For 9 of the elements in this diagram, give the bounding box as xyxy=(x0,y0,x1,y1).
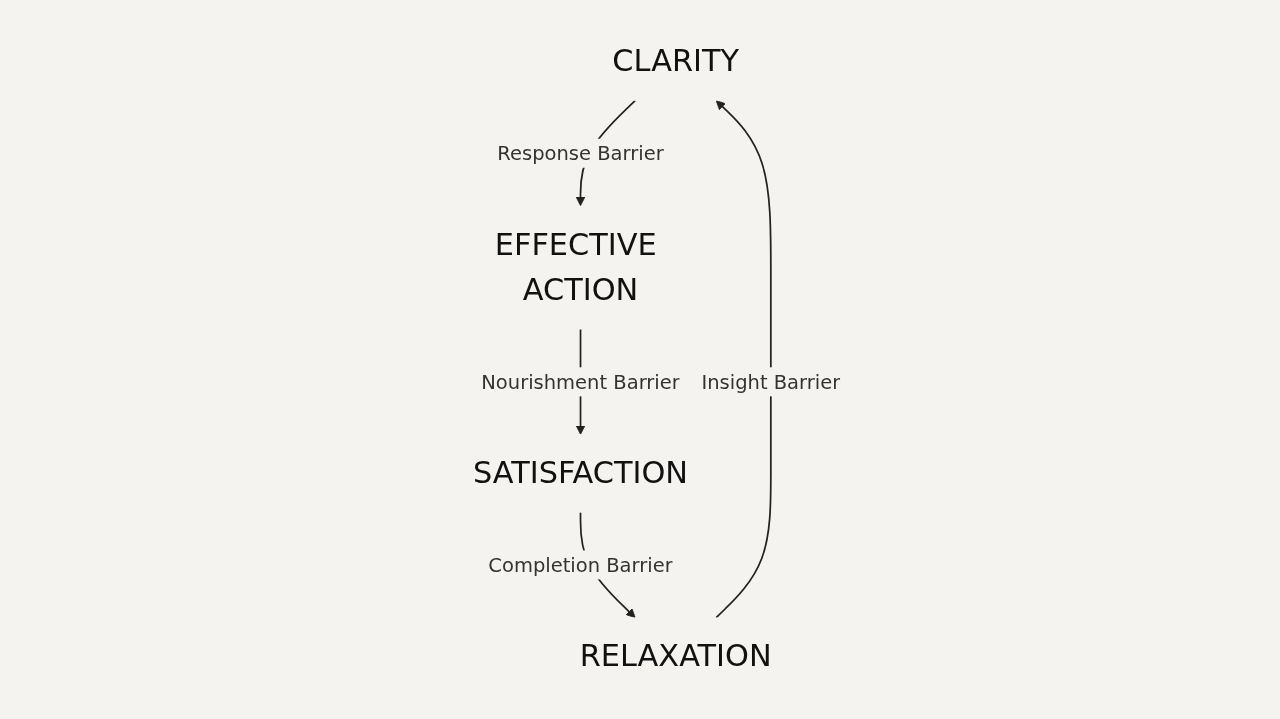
edge-label: Nourishment Barrier xyxy=(481,370,680,394)
node-text: RELAXATION xyxy=(579,638,772,675)
node-text: CLARITY xyxy=(612,43,740,80)
edge-label: Completion Barrier xyxy=(488,553,673,577)
node-text: EFFECTIVE ACTION xyxy=(494,226,657,309)
arrow xyxy=(715,100,772,619)
edge-label: Response Barrier xyxy=(497,142,664,166)
edge-label: Insight Barrier xyxy=(701,370,841,394)
node-text: SATISFACTION xyxy=(473,455,689,492)
